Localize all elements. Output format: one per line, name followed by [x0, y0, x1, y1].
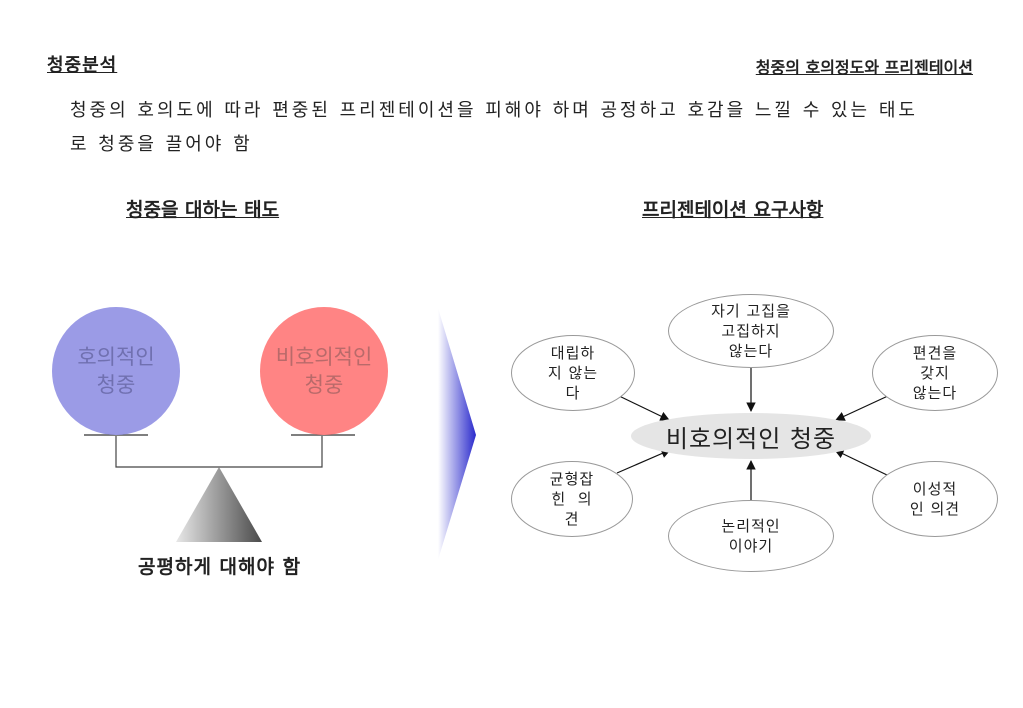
left-section-title: 청중을 대하는 태도 [126, 199, 280, 221]
node-top-line-3: 않는다 [728, 342, 774, 360]
node-bottom-left: 균형잡 힌 의 견 [511, 461, 633, 537]
fulcrum-triangle [176, 467, 262, 542]
node-bottom-line-2: 이야기 [728, 537, 774, 555]
center-node: 비호의적인 청중 [631, 413, 871, 459]
node-top-left: 대립하 지 않는 다 [511, 335, 635, 411]
node-top-left-line-3: 다 [565, 384, 581, 402]
node-bottom-right-line-2: 인 의견 [909, 500, 961, 518]
node-top: 자기 고집을 고집하지 않는다 [668, 294, 834, 368]
node-top-right: 편견을 갖지 않는다 [872, 335, 998, 411]
node-top-right-line-2: 갖지 [920, 364, 950, 382]
transition-arrow [438, 308, 476, 560]
node-bottom-left-line-1: 균형잡 [549, 470, 595, 488]
summary-line-2: 로 청중을 끌어야 함 [70, 134, 253, 155]
node-top-line-2: 고집하지 [721, 322, 781, 340]
favorable-line-1: 호의적인 [77, 345, 155, 369]
unfavorable-line-1: 비호의적인 [275, 345, 373, 369]
node-top-right-line-1: 편견을 [912, 344, 958, 362]
page-title: 청중분석 [47, 55, 118, 76]
balance-beam [115, 436, 323, 468]
node-bottom-right-line-1: 이성적 [912, 480, 958, 498]
node-bottom-left-line-2: 힌 의 [551, 490, 593, 508]
page-subtitle: 청중의 호의정도와 프리젠테이션 [755, 58, 973, 77]
node-bottom: 논리적인 이야기 [668, 500, 834, 572]
node-top-right-line-3: 않는다 [912, 384, 958, 402]
arrow-from-bottom-right [834, 449, 888, 476]
node-bottom-line-1: 논리적인 [721, 517, 781, 535]
node-bottom-left-line-3: 견 [564, 510, 580, 528]
unfavorable-audience-circle: 비호의적인 청중 [260, 307, 388, 435]
right-section-title: 프리젠테이션 요구사항 [642, 199, 824, 221]
summary-line-1: 청중의 호의도에 따라 편중된 프리젠테이션을 피해야 하며 공정하고 호감을 … [70, 100, 918, 121]
center-node-label: 비호의적인 청중 [665, 424, 837, 453]
favorable-line-2: 청중 [96, 373, 136, 397]
balance-scale [84, 434, 355, 542]
node-top-line-1: 자기 고집을 [711, 302, 791, 320]
node-top-left-line-1: 대립하 [550, 344, 596, 362]
summary-text: 청중의 호의도에 따라 편중된 프리젠테이션을 피해야 하며 공정하고 호감을 … [70, 94, 970, 162]
fair-treatment-caption: 공평하게 대해야 함 [138, 556, 302, 578]
node-bottom-right: 이성적 인 의견 [872, 461, 998, 537]
unfavorable-line-2: 청중 [304, 373, 344, 397]
favorable-audience-circle: 호의적인 청중 [52, 307, 180, 435]
arrow-from-top-right [835, 394, 891, 421]
arrow-from-bottom-left [616, 449, 671, 474]
arrow-from-top-left [614, 393, 670, 421]
node-top-left-line-2: 지 않는 [547, 364, 599, 382]
